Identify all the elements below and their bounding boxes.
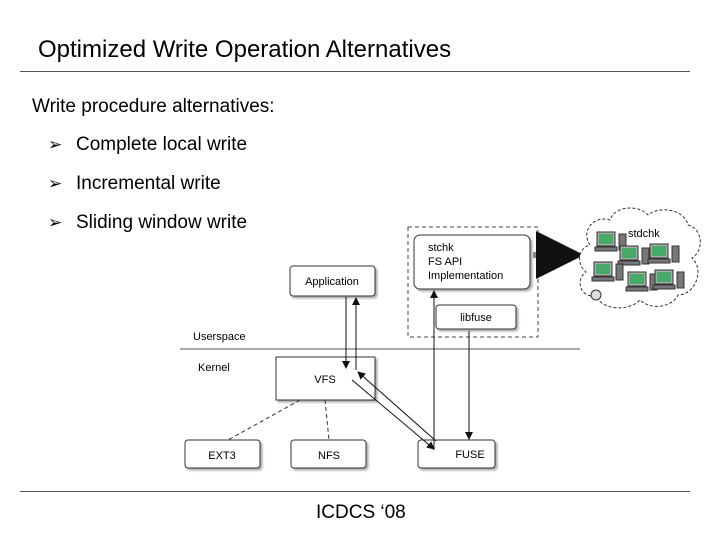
nfs-box <box>290 439 367 469</box>
stchk-impl-line-2: FS API <box>428 256 462 268</box>
libfuse-label: libfuse <box>460 312 492 324</box>
kernel-label: Kernel <box>198 362 230 374</box>
vfs-ext3-link <box>227 399 301 441</box>
stchk-implementation-box <box>413 234 531 290</box>
fuse-label: FUSE <box>455 449 484 461</box>
ext3-box <box>184 439 261 469</box>
vfs-nfs-link <box>324 399 330 441</box>
computer-node-icon <box>617 245 650 266</box>
libfuse-box <box>435 304 517 330</box>
footer-divider <box>20 491 690 492</box>
bullet-label: Complete local write <box>76 134 248 155</box>
title-divider <box>20 71 690 72</box>
userspace-label: Userspace <box>193 331 246 343</box>
application-label: Application <box>305 276 359 288</box>
stchk-impl-line-3: Implementation <box>428 270 503 282</box>
vfs-label: VFS <box>314 374 335 386</box>
bullet-item: ➢ Sliding window write <box>48 212 247 234</box>
computer-node-icon <box>591 261 624 282</box>
bullet-item: ➢ Complete local write <box>48 134 247 156</box>
storage-cloud: stdchk <box>579 207 701 309</box>
nfs-label: NFS <box>318 450 340 462</box>
fuse-box <box>417 439 496 469</box>
footer-text: ICDCS ‘08 <box>316 502 406 523</box>
bullet-label: Incremental write <box>76 173 221 194</box>
arrow-bullet-icon: ➢ <box>48 135 63 154</box>
cloud-label: stdchk <box>628 228 660 240</box>
arrow-bullet-icon: ➢ <box>48 213 63 232</box>
arrow-bullet-icon: ➢ <box>48 174 63 193</box>
computer-node-icon <box>647 243 680 264</box>
stchk-impl-line-1: stchk <box>428 242 454 254</box>
network-hub-icon <box>590 289 602 301</box>
computer-node-icon <box>594 231 627 252</box>
application-box <box>289 265 376 297</box>
ext3-label: EXT3 <box>208 450 236 462</box>
computer-node-icon <box>625 271 658 292</box>
slide-title: Optimized Write Operation Alternatives <box>38 36 452 63</box>
fuse-to-vfs-arrow <box>357 371 437 442</box>
vfs-to-fuse-arrow <box>351 379 435 450</box>
bullet-label: Sliding window write <box>76 212 248 233</box>
computer-node-icon <box>652 269 685 290</box>
bullet-item: ➢ Incremental write <box>48 173 221 195</box>
intro-text: Write procedure alternatives: <box>32 96 275 117</box>
user-fs-boundary <box>407 226 539 338</box>
